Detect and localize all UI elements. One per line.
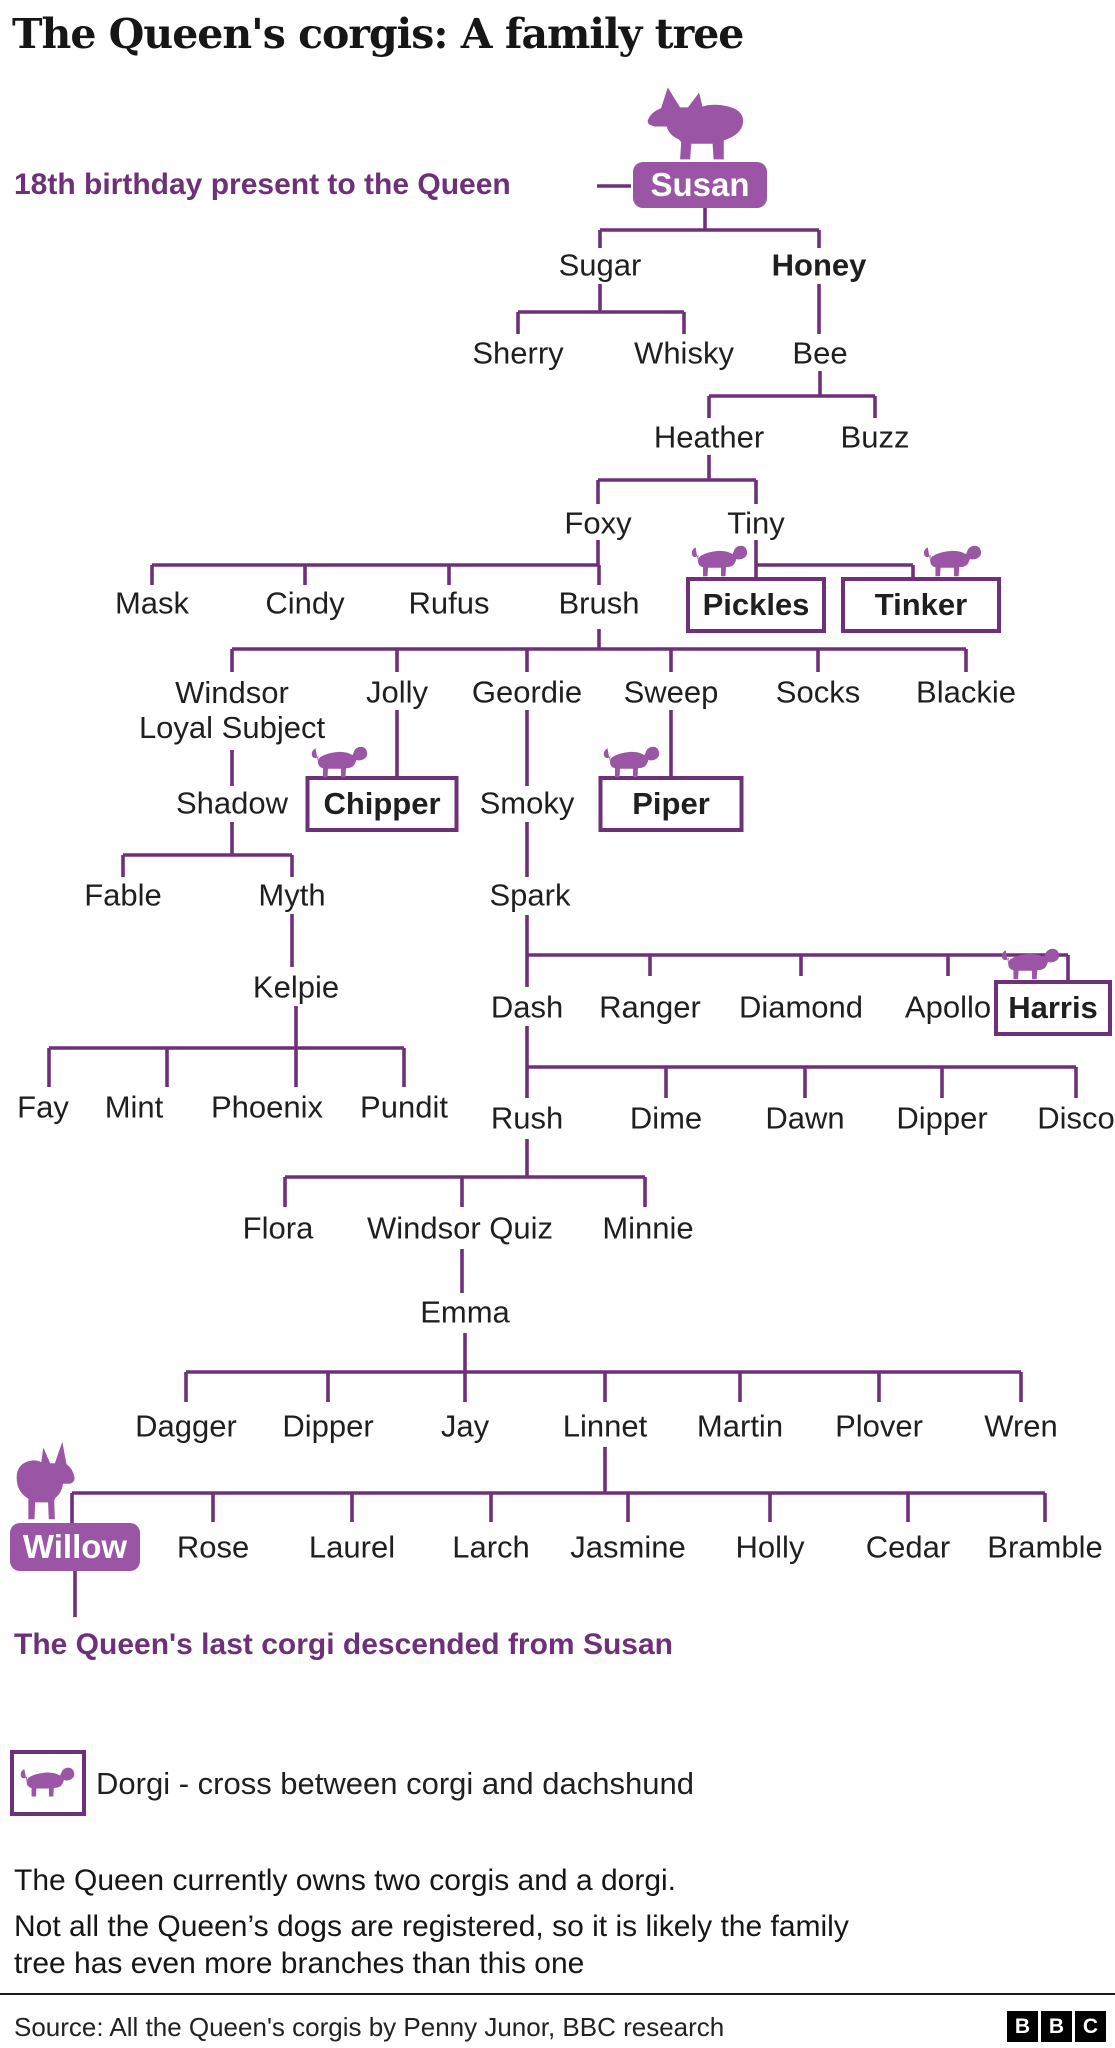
node-dipper: Dipper [282,1408,374,1444]
node-disco: Disco [1037,1100,1115,1136]
dorgi-icon-harris [1000,946,1062,984]
node-myth: Myth [258,877,326,913]
corgi-icon-willow [10,1438,78,1522]
node-martin: Martin [696,1408,784,1444]
node-cindy: Cindy [265,585,345,621]
node-socks: Socks [775,674,861,710]
bbc-logo-letter: C [1075,2011,1106,2042]
bbc-logo-letter: B [1007,2011,1038,2042]
node-laurel: Laurel [308,1529,396,1565]
node-phoenix: Phoenix [210,1089,324,1125]
page-title: The Queen's corgis: A family tree [12,10,744,58]
node-smoky: Smoky [479,785,575,821]
bbc-logo-letter: B [1041,2011,1072,2042]
node-diamond: Diamond [738,989,864,1025]
node-jolly: Jolly [365,674,429,710]
note-current-dogs: The Queen currently owns two corgis and … [14,1864,677,1897]
node-rufus: Rufus [408,585,490,621]
node-cedar: Cedar [865,1529,951,1565]
node-piper: Piper [598,776,744,832]
node-foxy: Foxy [564,505,632,541]
dorgi-icon [19,1765,77,1801]
note-registered: Not all the Queen’s dogs are registered,… [14,1908,849,1982]
node-shadow: Shadow [175,785,289,821]
node-fable: Fable [84,877,162,913]
node-tiny: Tiny [727,505,785,541]
dorgi-icon-pickles [690,543,750,581]
node-holly: Holly [735,1529,805,1565]
node-harris: Harris [994,980,1112,1036]
note-registered-line1: Not all the Queen’s dogs are registered,… [14,1910,849,1943]
node-wren: Wren [984,1408,1058,1444]
node-rose: Rose [176,1529,250,1565]
node-windsor-loyal-subject: Windsor Loyal Subject [138,674,326,745]
node-rush: Rush [490,1100,564,1136]
willow-annotation: The Queen's last corgi descended from Su… [14,1628,673,1661]
node-larch: Larch [452,1529,530,1565]
legend-label: Dorgi - cross between corgi and dachshun… [96,1766,694,1801]
node-fay: Fay [17,1089,69,1125]
node-heather: Heather [653,419,765,455]
node-whisky: Whisky [634,335,734,371]
node-jasmine: Jasmine [570,1529,686,1565]
node-brush: Brush [558,585,640,621]
node-pickles: Pickles [686,577,826,633]
node-honey: Honey [771,247,867,283]
node-dash: Dash [490,989,564,1025]
node-emma: Emma [420,1294,510,1330]
dorgi-icon-piper [602,744,662,782]
node-kelpie: Kelpie [252,969,340,1005]
corgi-icon-susan [642,84,754,162]
node-spark: Spark [489,877,571,913]
node-plover: Plover [835,1408,923,1444]
dorgi-icon-chipper [310,744,370,782]
node-jay: Jay [440,1408,490,1444]
node-sherry: Sherry [472,335,564,371]
node-geordie: Geordie [471,674,583,710]
source-credit: Source: All the Queen's corgis by Penny … [14,2012,725,2042]
footer-divider [0,1993,1115,1995]
note-registered-line2: tree has even more branches than this on… [14,1947,585,1980]
node-susan: Susan [633,162,767,208]
node-minnie: Minnie [602,1210,694,1246]
legend-dorgi-box [10,1750,86,1816]
node-bee: Bee [792,335,848,371]
node-tinker: Tinker [841,577,1001,633]
node-buzz: Buzz [840,419,910,455]
node-sweep: Sweep [623,674,719,710]
node-dipper: Dipper [896,1100,988,1136]
node-chipper: Chipper [305,776,459,832]
node-willow: Willow [10,1523,140,1571]
node-mask: Mask [114,585,190,621]
node-blackie: Blackie [916,674,1016,710]
dorgi-icon-tinker [922,543,984,581]
node-windsor-quiz: Windsor Quiz [366,1210,554,1246]
node-sugar: Sugar [558,247,642,283]
node-flora: Flora [242,1210,314,1246]
node-dagger: Dagger [135,1408,237,1444]
node-bramble: Bramble [987,1529,1103,1565]
node-mint: Mint [104,1089,164,1125]
node-dawn: Dawn [765,1100,845,1136]
node-dime: Dime [629,1100,703,1136]
node-apollo: Apollo [904,989,992,1025]
node-pundit: Pundit [360,1089,448,1125]
node-linnet: Linnet [562,1408,648,1444]
node-ranger: Ranger [599,989,701,1025]
susan-annotation: 18th birthday present to the Queen [14,168,511,201]
